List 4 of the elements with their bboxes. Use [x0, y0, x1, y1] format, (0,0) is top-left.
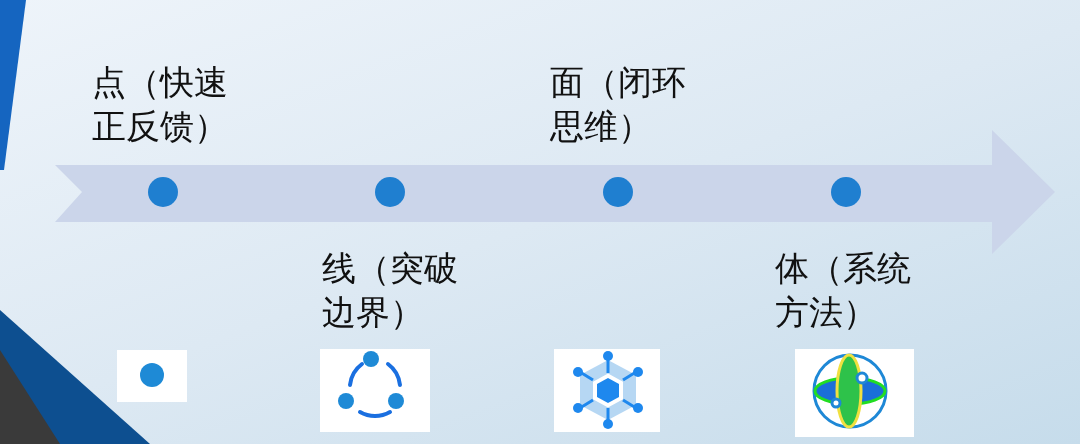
stage-text: 面（闭环思维）: [550, 61, 687, 148]
stage-text: 体（系统方法）: [775, 247, 912, 334]
stage-text: 线（突破边界）: [322, 247, 459, 334]
stage-text: 点（快速正反馈）: [92, 61, 229, 148]
